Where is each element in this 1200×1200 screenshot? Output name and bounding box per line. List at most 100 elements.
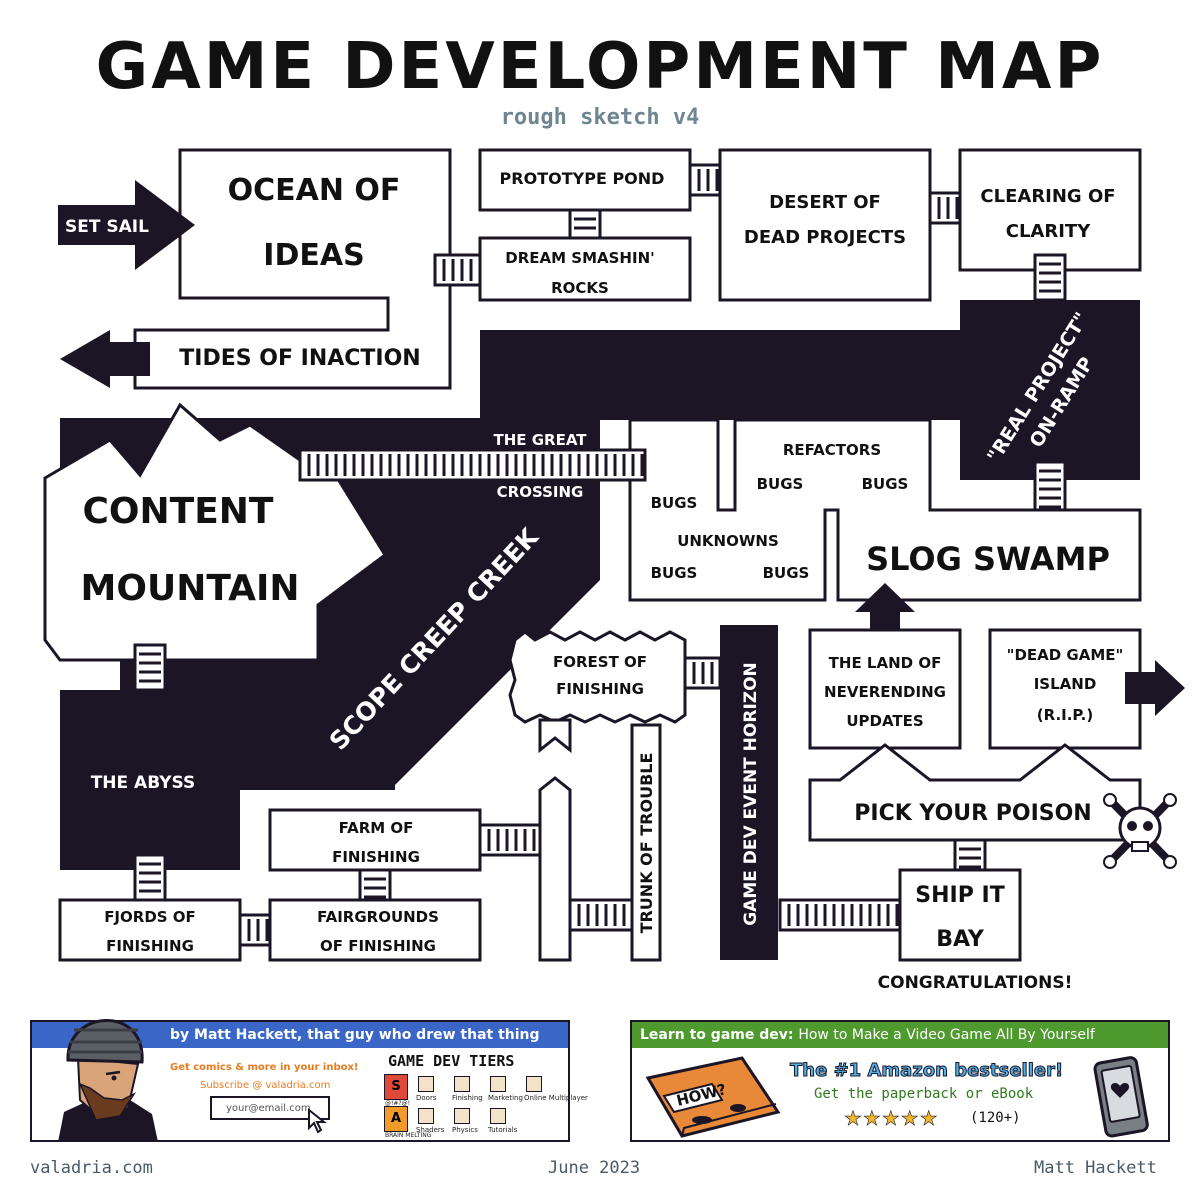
bridge — [568, 208, 602, 240]
land-label-1: THE LAND OF — [829, 654, 942, 672]
farm-label-1: FARM OF — [339, 819, 414, 837]
pick-your-poison-box[interactable] — [808, 743, 1142, 842]
dream-smashin-rocks-box[interactable] — [478, 236, 692, 302]
newsletter-banner[interactable]: by Matt Hackett, that guy who drew that … — [30, 1019, 588, 1142]
fjords-label-2: FINISHING — [106, 937, 194, 955]
trunk-of-trouble-column[interactable] — [630, 723, 662, 962]
slog-swamp-label: SLOG SWAMP — [866, 540, 1110, 578]
skull-icon — [1103, 793, 1177, 869]
dead-game-label-3: (R.I.P.) — [1037, 706, 1093, 724]
avatar — [50, 1000, 160, 1142]
bugs-label-5: BUGS — [763, 564, 810, 582]
rating-count: (120+) — [970, 1110, 1021, 1126]
tier-item-icon — [490, 1108, 506, 1124]
desert-of-dead-projects-box[interactable] — [718, 148, 932, 302]
bugs-region-box[interactable] — [628, 418, 1142, 602]
tier-item-icon — [454, 1076, 470, 1092]
tier-list[interactable]: GAME DEV TIERS S@!#?@! Doors Finishing Mark… — [384, 1052, 588, 1139]
exit-arrow-right — [1125, 660, 1185, 716]
book-cover[interactable]: HOW? — [642, 1056, 782, 1138]
book-title[interactable]: How to Make a Video Game All By Yourself — [798, 1027, 1095, 1043]
desert-label-2: DEAD PROJECTS — [744, 227, 906, 248]
tier-grade-subtitle: BRAIN MELTING — [385, 1132, 432, 1139]
ocean-of-ideas-label-1: OCEAN OF — [228, 173, 401, 208]
prototype-pond-label: PROTOTYPE POND — [500, 169, 665, 188]
bridge — [568, 898, 634, 932]
book-lead: Learn to game dev: — [640, 1027, 794, 1043]
bridge — [298, 448, 647, 482]
bugs-label-4: BUGS — [651, 564, 698, 582]
clearing-label-2: CLARITY — [1006, 221, 1091, 242]
ocean-of-ideas-box[interactable] — [133, 148, 452, 390]
tier-item-icon — [454, 1108, 470, 1124]
ship-it-bay-label-2: BAY — [936, 927, 985, 952]
tier-grade: S — [384, 1074, 408, 1100]
fairgrounds-of-finishing-box[interactable] — [268, 898, 482, 962]
tier-grade-subtitle: @!#?@! — [385, 1100, 411, 1107]
content-mountain-label-2: MOUNTAIN — [81, 568, 300, 609]
tier-item-icon — [418, 1076, 434, 1092]
prototype-pond-box[interactable] — [478, 148, 692, 212]
tier-item-label: Marketing — [488, 1094, 523, 1102]
tier-item-label: Finishing — [452, 1094, 483, 1102]
dead-game-label-1: "DEAD GAME" — [1007, 646, 1124, 664]
trunk-of-trouble-box[interactable] — [538, 776, 572, 962]
ocean-of-ideas-label-2: IDEAS — [263, 238, 364, 273]
event-horizon-bar[interactable] — [720, 625, 778, 960]
bridge — [1033, 253, 1067, 302]
great-crossing-label-1: THE GREAT — [493, 431, 587, 449]
bridge — [133, 853, 167, 902]
dead-game-island-box[interactable] — [988, 628, 1142, 750]
bridge — [358, 868, 392, 902]
forest-label-1: FOREST OF — [553, 653, 647, 671]
set-sail-label: SET SAIL — [65, 217, 149, 237]
book-cover-art — [645, 1056, 781, 1138]
footer-author: Matt Hackett — [1034, 1158, 1157, 1178]
page-title: GAME DEVELOPMENT MAP — [96, 30, 1105, 104]
bridge — [433, 253, 482, 287]
book-banner[interactable]: Learn to game dev: How to Make a Video G… — [630, 1020, 1170, 1142]
the-abyss-label: THE ABYSS — [91, 773, 196, 793]
content-mountain-label-1: CONTENT — [83, 491, 274, 532]
tier-item-label: Doors — [416, 1094, 437, 1102]
bridge — [928, 191, 962, 225]
tier-item-label: Tutorials — [488, 1126, 518, 1134]
bridge — [1033, 460, 1067, 512]
event-horizon-label: GAME DEV EVENT HORIZON — [741, 662, 761, 926]
bridge — [133, 643, 167, 692]
fjords-label-1: FJORDS OF — [104, 908, 196, 926]
farm-label-2: FINISHING — [332, 848, 420, 866]
tier-list-title: GAME DEV TIERS — [388, 1052, 515, 1070]
land-of-updates-box[interactable] — [808, 628, 962, 750]
bridge — [683, 656, 722, 690]
forest-of-finishing-box[interactable] — [508, 630, 687, 724]
ship-it-bay-box[interactable] — [898, 868, 1022, 962]
footer-site[interactable]: valadria.com — [30, 1158, 153, 1178]
exit-arrow-left — [60, 330, 150, 388]
bugs-label-2: BUGS — [862, 475, 909, 493]
congratulations-label: CONGRATULATIONS! — [878, 973, 1073, 993]
newsletter-cta: Get comics & more in your inbox! — [170, 1062, 359, 1073]
byline-text: by Matt Hackett, that guy who drew that … — [170, 1027, 540, 1043]
dream-smashin-rocks-label-2: ROCKS — [551, 279, 609, 297]
book-format-text: Get the paperback or eBook — [814, 1086, 1034, 1102]
dead-game-label-2: ISLAND — [1034, 675, 1097, 693]
forest-tail — [538, 718, 572, 754]
set-sail-arrow[interactable] — [58, 180, 195, 270]
dream-smashin-rocks-label-1: DREAM SMASHIN' — [505, 249, 654, 267]
tier-item-label: Physics — [452, 1126, 478, 1134]
bridge — [778, 898, 902, 932]
clearing-of-clarity-box[interactable] — [958, 148, 1142, 272]
bridge — [238, 913, 272, 947]
forest-label-2: FINISHING — [556, 680, 644, 698]
tier-item-icon — [418, 1108, 434, 1124]
tier-item-label: Shaders — [416, 1126, 445, 1134]
ship-it-bay-label-1: SHIP IT — [915, 883, 1004, 908]
bestseller-headline: The #1 Amazon bestseller! — [789, 1060, 1064, 1082]
rating-stars: ★★★★★ — [844, 1106, 939, 1131]
tier-grade: A — [384, 1106, 408, 1132]
cursor-icon-svg — [308, 1107, 327, 1134]
bridges — [133, 163, 1067, 947]
farm-of-finishing-box[interactable] — [268, 808, 482, 872]
